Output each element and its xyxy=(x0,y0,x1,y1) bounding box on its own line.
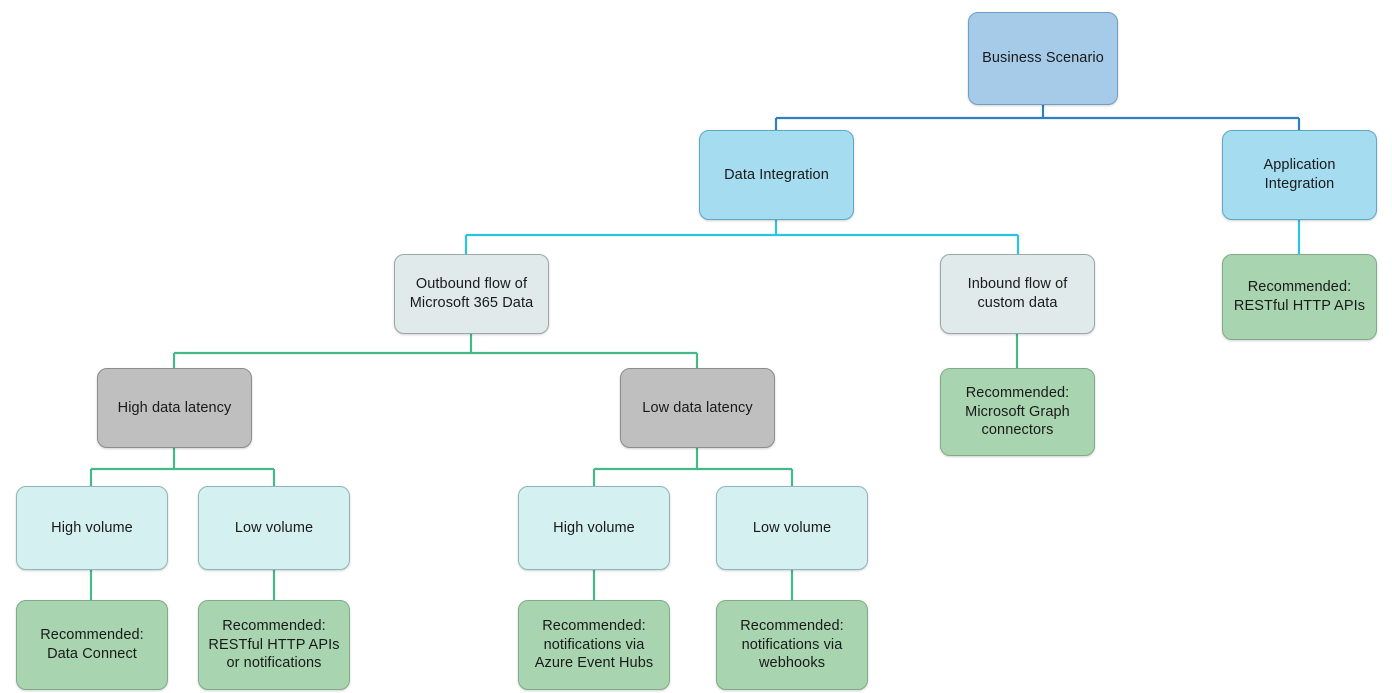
connector-root-to-data-integration-and-application-integration xyxy=(774,105,1301,130)
node-label-outbound-flow: Outbound flow of Microsoft 365 Data xyxy=(409,276,534,311)
node-label-hdl-high-recommended: Recommended: Data Connect xyxy=(40,627,144,662)
node-label-ldl-high-volume: High volume xyxy=(553,519,635,536)
node-ldl-low-volume[interactable]: Low volume xyxy=(716,486,868,570)
node-ldl-high-recommended[interactable]: Recommended: notifications via Azure Eve… xyxy=(518,600,670,690)
node-hdl-low-volume[interactable]: Low volume xyxy=(198,486,350,570)
node-hdl-high-volume[interactable]: High volume xyxy=(16,486,168,570)
node-outbound-flow[interactable]: Outbound flow of Microsoft 365 Data xyxy=(394,254,549,334)
node-label-high-data-latency: High data latency xyxy=(117,399,232,416)
node-ldl-low-recommended[interactable]: Recommended: notifications via webhooks xyxy=(716,600,868,690)
node-label-data-integration: Data Integration xyxy=(724,166,829,183)
node-low-data-latency[interactable]: Low data latency xyxy=(620,368,775,448)
node-label-ldl-low-volume: Low volume xyxy=(752,519,832,536)
connector-high-data-latency-to-volumes xyxy=(89,448,276,486)
node-ldl-high-volume[interactable]: High volume xyxy=(518,486,670,570)
node-high-data-latency[interactable]: High data latency xyxy=(97,368,252,448)
node-app-recommended[interactable]: Recommended: RESTful HTTP APIs xyxy=(1222,254,1377,340)
node-label-business-scenario: Business Scenario xyxy=(982,50,1104,67)
node-label-hdl-high-volume: High volume xyxy=(51,519,133,536)
node-inbound-flow[interactable]: Inbound flow of custom data xyxy=(940,254,1095,334)
node-label-hdl-low-volume: Low volume xyxy=(234,519,314,536)
node-inbound-recommended[interactable]: Recommended: Microsoft Graph connectors xyxy=(940,368,1095,456)
node-data-integration[interactable]: Data Integration xyxy=(699,130,854,220)
node-application-integration[interactable]: Application Integration xyxy=(1222,130,1377,220)
node-label-application-integration: Application Integration xyxy=(1263,157,1336,192)
node-label-inbound-recommended: Recommended: Microsoft Graph connectors xyxy=(965,384,1070,439)
node-label-inbound-flow: Inbound flow of custom data xyxy=(967,276,1068,311)
node-label-app-recommended: Recommended: RESTful HTTP APIs xyxy=(1233,279,1366,314)
connector-outbound-flow-to-latency xyxy=(172,334,699,368)
connector-data-integration-to-flows xyxy=(464,220,1020,254)
connector-low-data-latency-to-volumes xyxy=(592,448,794,486)
node-label-low-data-latency: Low data latency xyxy=(642,399,753,416)
node-label-ldl-low-recommended: Recommended: notifications via webhooks xyxy=(740,617,844,672)
node-business-scenario[interactable]: Business Scenario xyxy=(968,12,1118,105)
node-hdl-high-recommended[interactable]: Recommended: Data Connect xyxy=(16,600,168,690)
node-hdl-low-recommended[interactable]: Recommended: RESTful HTTP APIs or notifi… xyxy=(198,600,350,690)
node-label-hdl-low-recommended: Recommended: RESTful HTTP APIs or notifi… xyxy=(208,617,340,672)
node-label-ldl-high-recommended: Recommended: notifications via Azure Eve… xyxy=(534,617,654,672)
